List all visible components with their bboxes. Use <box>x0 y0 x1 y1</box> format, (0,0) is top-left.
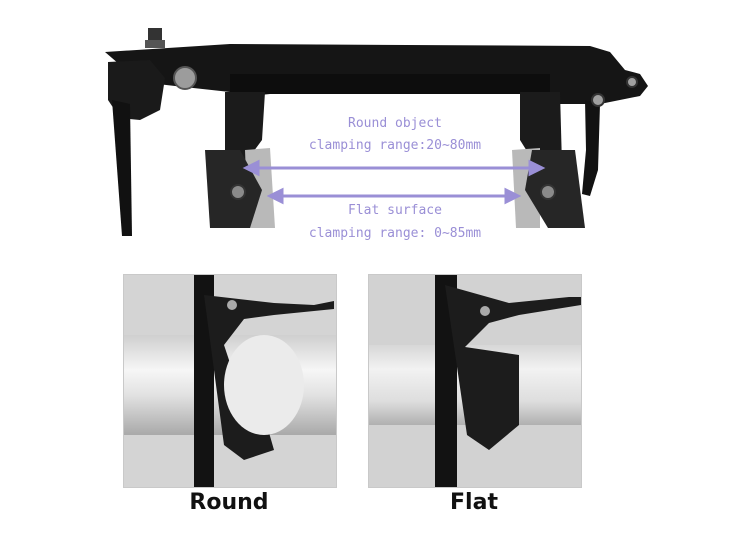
tension-knob <box>173 66 197 90</box>
round-range-value: clamping range:20~80mm <box>308 138 482 153</box>
round-photo <box>123 274 337 488</box>
flat-range-arrow <box>266 187 522 205</box>
flat-photo <box>368 274 582 488</box>
flat-range-value: clamping range: 0~85mm <box>308 226 482 241</box>
clamp-product-illustration <box>105 28 648 236</box>
flat-surface-illustration <box>369 275 581 487</box>
round-range-title: Round object <box>348 116 442 131</box>
mounting-rod <box>112 100 132 236</box>
round-tube-illustration <box>124 275 336 487</box>
flat-range-title: Flat surface <box>348 203 442 218</box>
round-caption: Round <box>189 490 269 515</box>
release-lever <box>582 100 600 196</box>
round-range-arrow <box>242 159 546 177</box>
flat-caption: Flat <box>450 490 498 515</box>
